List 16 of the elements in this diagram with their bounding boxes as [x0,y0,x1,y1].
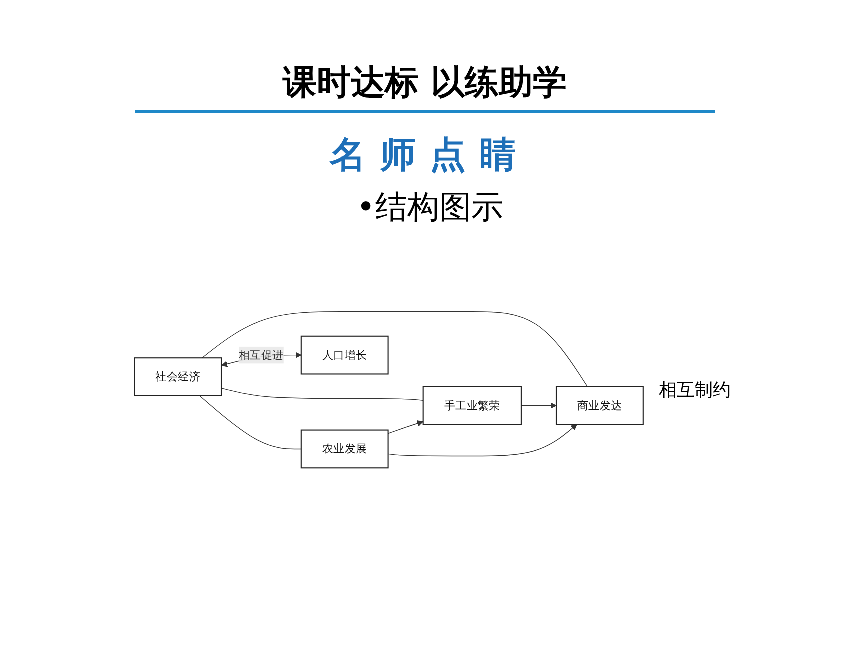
arrow [388,420,424,434]
node-box: 商业发达 [556,386,644,426]
node-box: 人口增长 [300,336,389,375]
section-heading: 名师点睛 [328,134,531,178]
node-box: 社会经济 [134,358,222,396]
node-box: 农业发展 [300,430,389,469]
arrow [388,424,578,457]
connector [200,396,302,450]
edge-note: 相互制约 [659,379,731,402]
page-title: 课时达标 以练助学 [135,60,715,113]
node-box: 手工业繁荣 [422,386,522,426]
arrow [521,402,557,409]
connector [221,388,424,401]
subheading: •结构图示 [356,187,504,228]
edge-label: 相互促进 [239,348,284,362]
connector [202,312,588,388]
